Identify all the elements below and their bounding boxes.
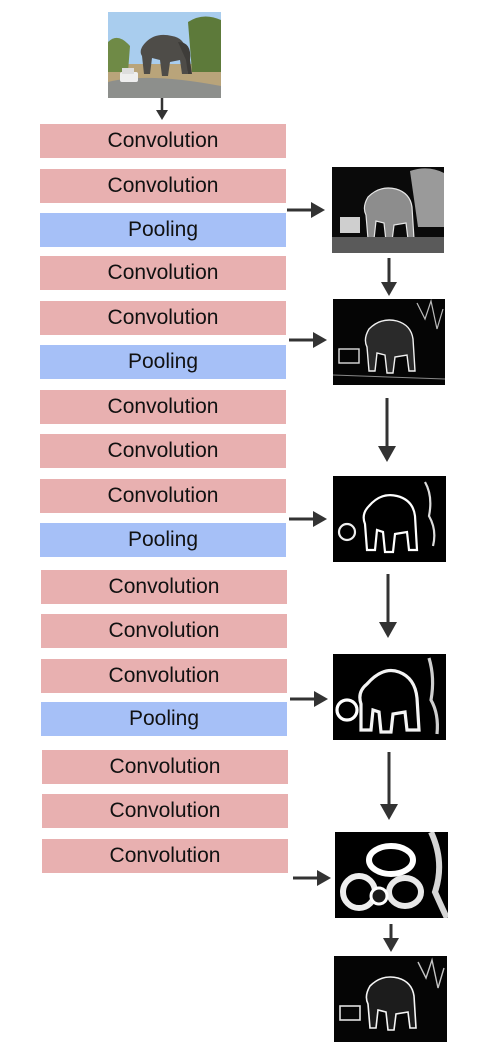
arrow-fm1-to-fm2	[381, 258, 397, 296]
arrow-fm3-to-fm4	[379, 574, 397, 638]
feature-map-1-graphic	[332, 167, 444, 253]
input-image-elephant	[108, 12, 221, 98]
layer-conv-8: Convolution	[41, 570, 287, 604]
layer-pool-3: Pooling	[40, 523, 286, 557]
arrow-to-feature-map-2	[289, 332, 327, 348]
layer-pool-2: Pooling	[40, 345, 286, 379]
feature-map-4	[333, 654, 446, 740]
feature-map-6	[334, 956, 447, 1042]
feature-map-1	[332, 167, 444, 253]
layer-conv-1: Convolution	[40, 124, 286, 158]
layer-conv-5: Convolution	[40, 390, 286, 424]
arrow-fm2-to-fm3	[378, 398, 396, 462]
layer-pool-1: Pooling	[40, 213, 286, 247]
arrow-input-down	[156, 98, 168, 120]
layer-conv-6: Convolution	[40, 434, 286, 468]
layer-conv-9: Convolution	[41, 614, 287, 648]
arrow-fm4-to-fm5	[380, 752, 398, 820]
layer-pool-4: Pooling	[41, 702, 287, 736]
layer-conv-4: Convolution	[40, 301, 286, 335]
layer-conv-11: Convolution	[42, 750, 288, 784]
feature-map-2-graphic	[333, 299, 445, 385]
arrow-to-feature-map-5	[293, 870, 331, 886]
arrow-to-feature-map-3	[289, 511, 327, 527]
layer-conv-7: Convolution	[40, 479, 286, 513]
feature-map-5	[335, 832, 448, 918]
layer-conv-10: Convolution	[41, 659, 287, 693]
feature-map-6-graphic	[334, 956, 447, 1042]
layer-conv-3: Convolution	[40, 256, 286, 290]
feature-map-5-graphic	[335, 832, 448, 918]
feature-map-2	[333, 299, 445, 385]
layer-conv-13: Convolution	[42, 839, 288, 873]
feature-map-3	[333, 476, 446, 562]
layer-conv-2: Convolution	[40, 169, 286, 203]
layer-conv-12: Convolution	[42, 794, 288, 828]
arrow-to-feature-map-4	[290, 691, 328, 707]
arrow-fm5-to-fm6	[383, 924, 399, 952]
arrow-to-feature-map-1	[287, 202, 325, 218]
feature-map-4-graphic	[333, 654, 446, 740]
elephant-photo-graphic	[108, 12, 221, 98]
feature-map-3-graphic	[333, 476, 446, 562]
